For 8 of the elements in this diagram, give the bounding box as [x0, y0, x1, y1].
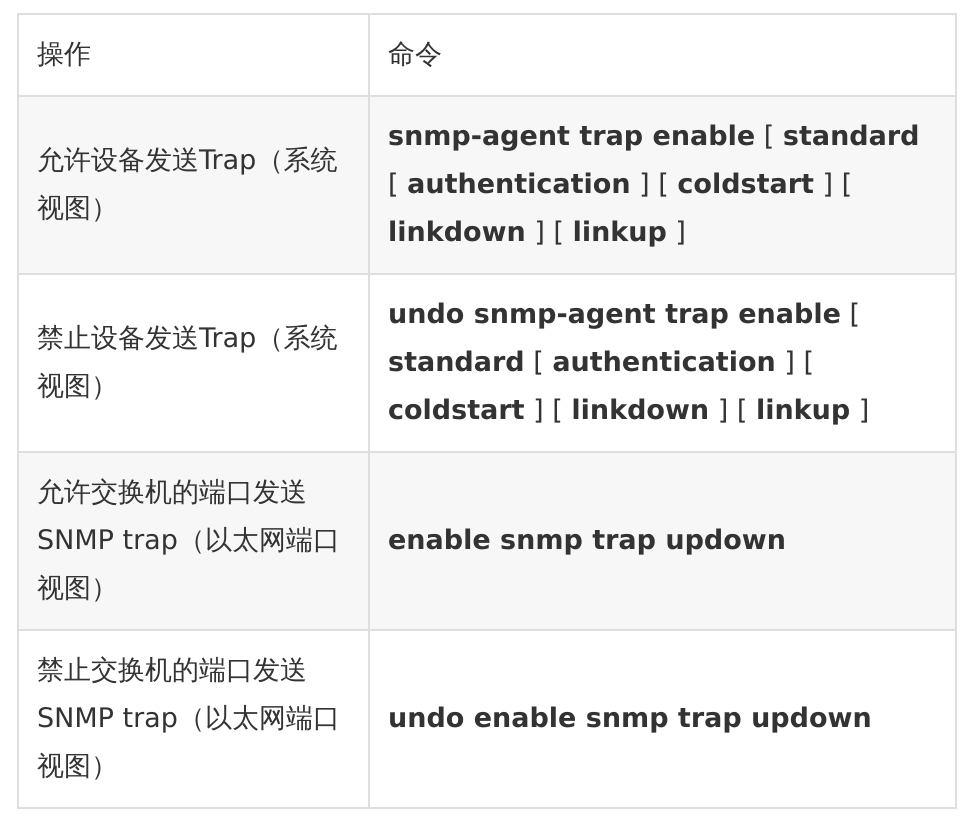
table-cell: 允许设备发送Trap（系统视图） — [18, 96, 369, 274]
table-cell: undo enable snmp trap updown — [369, 630, 956, 808]
column-header: 操作 — [18, 14, 369, 96]
table-cell: snmp-agent trap enable [ standard [ authentication ] [ coldstart ] [ linkdown ] [ linkup ] — [369, 96, 956, 274]
column-header: 命令 — [369, 14, 956, 96]
table-cell: enable snmp trap updown — [369, 452, 956, 630]
table-cell: 允许交换机的端口发送SNMP trap（以太网端口视图） — [18, 452, 369, 630]
table-cell: 禁止交换机的端口发送SNMP trap（以太网端口视图） — [18, 630, 369, 808]
